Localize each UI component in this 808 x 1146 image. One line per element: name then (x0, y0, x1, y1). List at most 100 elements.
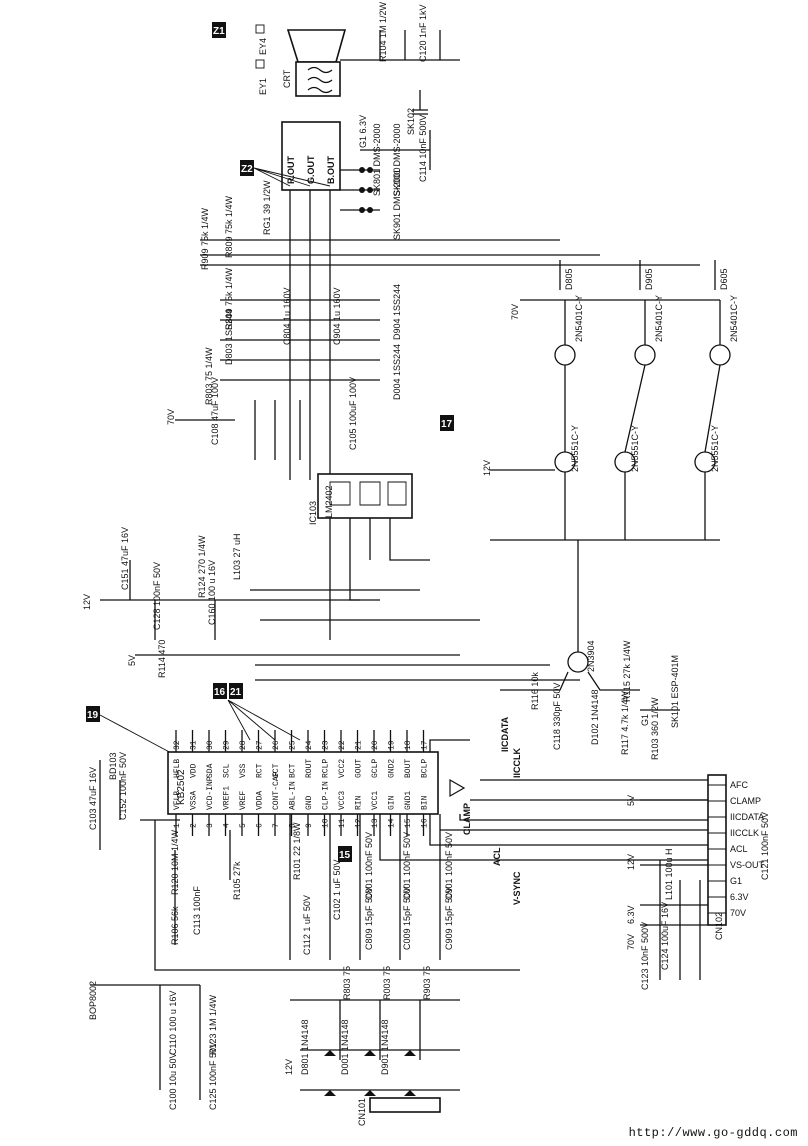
svg-text:C009 15pF 50V: C009 15pF 50V (402, 887, 412, 950)
input-network: R101 22 1/8W C102 1 uF 50V C801 100nF 50… (289, 814, 460, 1060)
rail-70v-left: 70V (166, 409, 235, 425)
acl-signal: ACL (492, 847, 502, 866)
cn102-pin-label: VS-OUT (730, 860, 765, 870)
cn102-pin-label: ACL (730, 844, 748, 854)
ic-pin-name: ABL-IN (289, 781, 298, 810)
svg-text:R803 75: R803 75 (342, 966, 352, 1000)
crt-socket: CRT EY1 EY4 Z1 (212, 22, 347, 97)
ic-pin-name: VDDA (256, 791, 265, 810)
cn102-pin-label: 70V (730, 908, 746, 918)
ic-pin-name: RCT (256, 763, 265, 778)
svg-text:C112 1 uF 50V: C112 1 uF 50V (302, 895, 312, 955)
kb2502-ic: KB2502 (167, 751, 466, 815)
ic103-part: LM2402 (324, 485, 334, 518)
svg-text:SK801 DMS-2000: SK801 DMS-2000 (372, 123, 382, 196)
12v-conn-label: 12V (626, 854, 636, 870)
svg-text:C113 100nF: C113 100nF (192, 886, 202, 935)
ic-pin-number: 29 (223, 740, 232, 750)
svg-text:R115 27k 1/4W: R115 27k 1/4W (622, 640, 632, 702)
svg-text:R124 270 1/4W: R124 270 1/4W (197, 535, 207, 598)
svg-text:R117 4.7k 1/4W: R117 4.7k 1/4W (620, 691, 630, 755)
crt-pin-b: B.OUT (326, 156, 336, 185)
ic-pin-name: GOUT (355, 759, 364, 778)
svg-text:R903 75: R903 75 (422, 966, 432, 1000)
ic-pin-number: 25 (289, 740, 298, 750)
ic-pin-name: GIN (388, 795, 397, 810)
ic-pin-number: 3 (206, 823, 215, 828)
svg-text:C108 47uF 100V: C108 47uF 100V (210, 377, 220, 445)
cn102-pin-label: IICDATA (730, 812, 764, 822)
ic-pin-number: 18 (404, 740, 413, 750)
svg-text:C160 100 u 16V: C160 100 u 16V (207, 560, 217, 625)
ic-pin-name: BOUT (404, 759, 413, 778)
svg-text:2N5551C-Y: 2N5551C-Y (710, 425, 720, 472)
svg-text:2N5551C-Y: 2N5551C-Y (570, 425, 580, 472)
ic-pin-name: RIN (355, 795, 364, 810)
svg-text:2N5401C-Y: 2N5401C-Y (654, 295, 664, 342)
cn101-label: CN101 (357, 1098, 367, 1126)
svg-text:R003 75: R003 75 (382, 966, 392, 1000)
ic-pin-number: 16 (421, 818, 430, 828)
ic-pin-name: VREF (239, 791, 248, 810)
svg-text:2N5401C-Y: 2N5401C-Y (574, 295, 584, 342)
ic-pin-name: VSSA (190, 791, 199, 810)
ic-pin-number: 21 (355, 740, 364, 750)
svg-text:2N5551C-Y: 2N5551C-Y (630, 425, 640, 472)
ic-pin-number: 9 (305, 823, 314, 828)
ic-pin-number: 31 (190, 740, 199, 750)
ic-pin-name: HFLB (173, 759, 182, 778)
ic-pin-name: ROUT (305, 759, 314, 778)
ic-pin-name: VFLB (173, 791, 182, 810)
svg-text:L101 100u H: L101 100u H (664, 848, 674, 900)
svg-text:17: 17 (441, 419, 453, 430)
svg-text:BD103: BD103 (108, 752, 118, 780)
cn102-label: CN102 (714, 912, 724, 940)
svg-text:15: 15 (339, 850, 351, 861)
svg-text:C121 100nF 50V: C121 100nF 50V (760, 812, 770, 880)
svg-text:C120 1nF 1kV: C120 1nF 1kV (418, 4, 428, 62)
svg-text:C128 100nF 50V: C128 100nF 50V (152, 562, 162, 630)
ic-pin-number: 19 (388, 740, 397, 750)
svg-text:D605: D605 (719, 268, 729, 290)
tag-z2: Z2 (240, 160, 254, 176)
ic-pin-name: GND2 (388, 759, 397, 778)
ic-pin-number: 4 (223, 823, 232, 828)
ic-pin-name: BIN (421, 795, 430, 810)
rail-5v: 5V R114 470 (127, 640, 460, 678)
svg-text:D805: D805 (564, 268, 574, 290)
crt-label: CRT (282, 69, 292, 88)
12v-left-label: 12V (82, 594, 92, 610)
svg-text:RG1 39 1/2W: RG1 39 1/2W (262, 180, 272, 235)
svg-text:R103 360 1/2W: R103 360 1/2W (650, 697, 660, 760)
tag-19: 19 (86, 706, 100, 722)
svg-text:R101 22 1/8W: R101 22 1/8W (292, 822, 302, 880)
svg-text:C901 100nF 50V: C901 100nF 50V (444, 832, 454, 900)
svg-text:21: 21 (230, 687, 242, 698)
63v-conn-label: 6.3V (626, 905, 636, 924)
svg-text:C110 100 u 16V: C110 100 u 16V (168, 991, 178, 1055)
svg-text:C123 10nF 500V: C123 10nF 500V (640, 922, 650, 990)
svg-text:D803 1SS244: D803 1SS244 (224, 309, 234, 365)
pot-label: BOP8002 (88, 981, 98, 1020)
ic-pin-number: 17 (421, 740, 430, 750)
rgb-bus (289, 190, 331, 480)
ic-pin-number: 2 (190, 823, 199, 828)
ic103-driver: IC103 LM2402 17 (308, 415, 454, 525)
svg-text:SK102: SK102 (406, 108, 416, 135)
ic-pin-name: CLP-IN (322, 781, 331, 810)
g1-63v-label: G1 6.3V (358, 115, 368, 148)
svg-text:D905: D905 (644, 268, 654, 290)
70v-conn-label: 70V (626, 934, 636, 950)
ic-pin-number: 14 (388, 818, 397, 828)
svg-text:R105 27k: R105 27k (232, 861, 242, 900)
svg-text:D004 1SS244: D004 1SS244 (392, 344, 402, 400)
svg-text:R123 1M 1/4W: R123 1M 1/4W (208, 994, 218, 1055)
svg-text:R809 75k 1/4W: R809 75k 1/4W (224, 267, 234, 330)
svg-text:C152 100nF 50V: C152 100nF 50V (118, 752, 128, 820)
svg-text:Z1: Z1 (213, 26, 225, 37)
ic-pin-number: 28 (239, 740, 248, 750)
svg-text:C114 10nF 500V: C114 10nF 500V (418, 115, 428, 182)
ic-pin-name: RCLP (322, 759, 331, 778)
ic-pin-number: 32 (173, 740, 182, 750)
